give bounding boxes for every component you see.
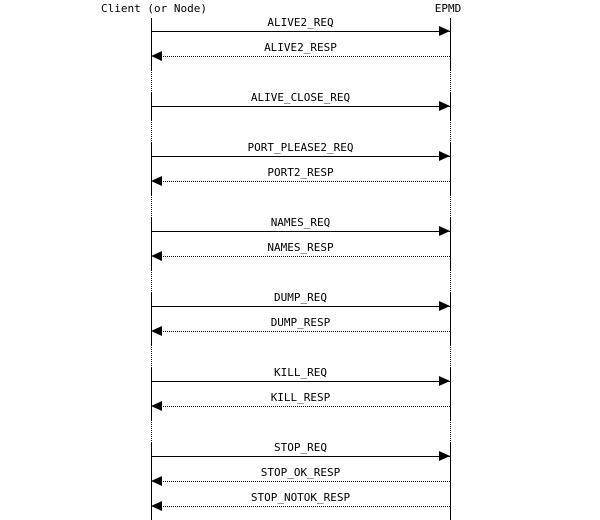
lifeline-segment-dotted: [151, 419, 152, 443]
message-arrow-line: [151, 231, 450, 232]
arrowhead-right-icon: [439, 376, 450, 386]
arrowhead-left-icon: [151, 176, 162, 186]
message-arrow-line: [151, 331, 450, 332]
message-label: STOP_REQ: [274, 441, 327, 454]
message-arrow-line: [151, 256, 450, 257]
arrowhead-left-icon: [151, 476, 162, 486]
message-arrow-line: [151, 156, 450, 157]
message-label: STOP_NOTOK_RESP: [250, 491, 351, 504]
message-arrow-line: [151, 106, 450, 107]
lifeline-segment-solid: [151, 443, 152, 520]
lifeline-segment-solid: [151, 143, 152, 194]
lifeline-segment-solid: [450, 368, 451, 419]
lifeline-segment-dotted: [151, 344, 152, 368]
arrowhead-left-icon: [151, 51, 162, 61]
lifeline-segment-dotted: [151, 69, 152, 93]
arrowhead-right-icon: [439, 226, 450, 236]
arrowhead-left-icon: [151, 326, 162, 336]
lifeline-segment-dotted: [450, 419, 451, 443]
message-label: PORT_PLEASE2_REQ: [247, 141, 354, 154]
lifeline-segment-solid: [450, 143, 451, 194]
lifeline-segment-solid: [151, 368, 152, 419]
lifeline-segment-solid: [450, 18, 451, 69]
message-label: ALIVE2_RESP: [264, 41, 337, 54]
message-label: ALIVE_CLOSE_REQ: [250, 91, 351, 104]
arrowhead-left-icon: [151, 251, 162, 261]
message-arrow-line: [151, 456, 450, 457]
lifeline-segment-solid: [151, 218, 152, 269]
lifeline-segment-dotted: [151, 119, 152, 143]
lifeline-segment-solid: [450, 93, 451, 119]
message-arrow-line: [151, 406, 450, 407]
lifeline-segment-dotted: [450, 344, 451, 368]
message-label: STOP_OK_RESP: [260, 466, 341, 479]
message-arrow-line: [151, 56, 450, 57]
message-arrow-line: [151, 181, 450, 182]
message-label: DUMP_REQ: [274, 291, 327, 304]
message-arrow-line: [151, 481, 450, 482]
lifeline-segment-solid: [151, 93, 152, 119]
participant-client-label: Client (or Node): [101, 2, 207, 15]
arrowhead-right-icon: [439, 301, 450, 311]
lifeline-segment-solid: [450, 218, 451, 269]
message-arrow-line: [151, 381, 450, 382]
lifeline-segment-dotted: [151, 194, 152, 218]
lifeline-segment-dotted: [450, 69, 451, 93]
message-label: NAMES_RESP: [267, 241, 334, 254]
arrowhead-right-icon: [439, 151, 450, 161]
arrowhead-right-icon: [439, 451, 450, 461]
arrowhead-right-icon: [439, 101, 450, 111]
message-arrow-line: [151, 506, 450, 507]
participant-epmd-label: EPMD: [434, 2, 462, 15]
message-label: DUMP_RESP: [270, 316, 331, 329]
lifeline-segment-solid: [450, 443, 451, 520]
lifeline-segment-solid: [151, 293, 152, 344]
arrowhead-left-icon: [151, 401, 162, 411]
message-label: ALIVE2_REQ: [267, 16, 334, 29]
lifeline-segment-solid: [450, 293, 451, 344]
message-arrow-line: [151, 306, 450, 307]
message-label: NAMES_REQ: [270, 216, 331, 229]
message-label: KILL_REQ: [274, 366, 327, 379]
lifeline-segment-dotted: [450, 269, 451, 293]
lifeline-segment-dotted: [450, 119, 451, 143]
lifeline-segment-dotted: [151, 269, 152, 293]
lifeline-segment-dotted: [450, 194, 451, 218]
arrowhead-right-icon: [439, 26, 450, 36]
message-arrow-line: [151, 31, 450, 32]
message-label: KILL_RESP: [270, 391, 331, 404]
message-label: PORT2_RESP: [267, 166, 334, 179]
arrowhead-left-icon: [151, 501, 162, 511]
lifeline-segment-solid: [151, 18, 152, 69]
